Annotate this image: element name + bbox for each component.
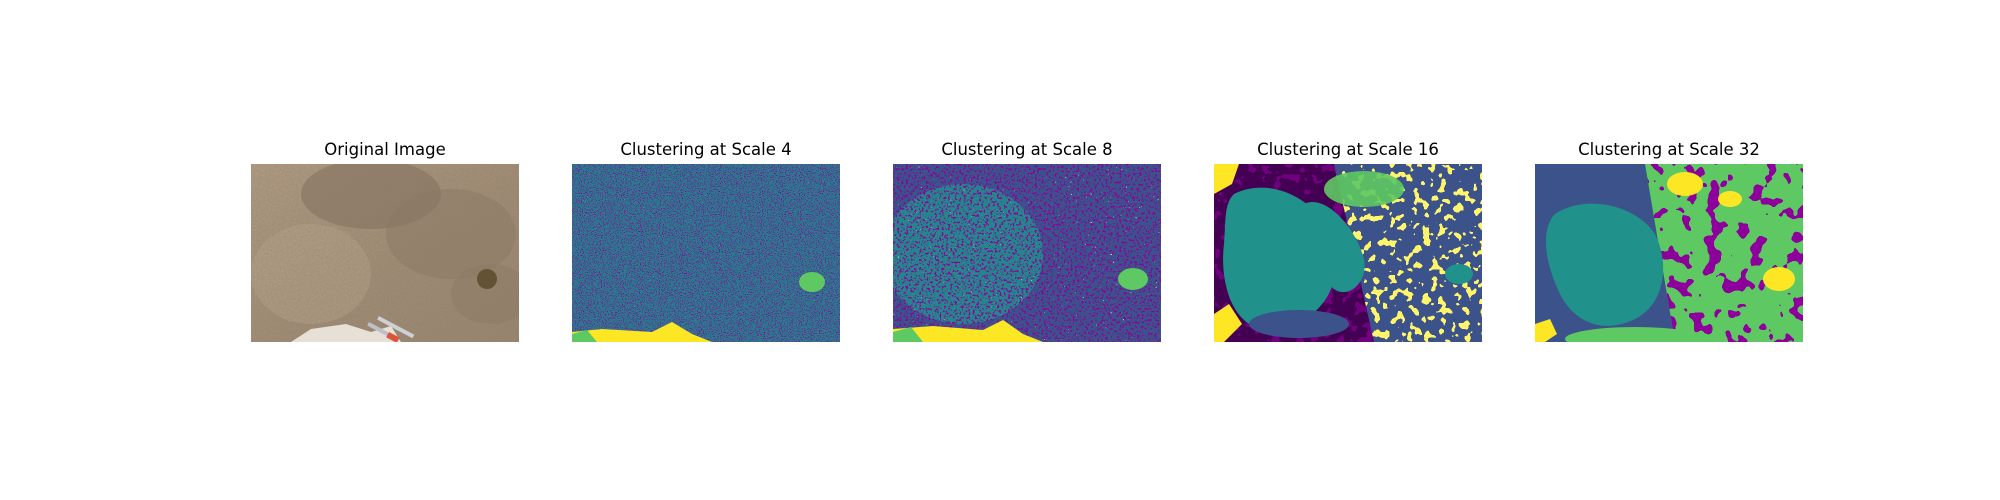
panel-title: Original Image — [324, 140, 446, 159]
cluster-yellow-band — [893, 320, 1043, 342]
panel-title: Clustering at Scale 8 — [941, 140, 1113, 159]
bright-ground-patch — [291, 324, 401, 342]
shrub — [477, 269, 497, 289]
panel-clustering-scale-8: Clustering at Scale 8 — [893, 138, 1161, 342]
panel-original-image: Original Image — [251, 138, 519, 342]
cluster-region-large — [1545, 203, 1664, 326]
cluster-blob — [799, 272, 825, 292]
panel-title: Clustering at Scale 4 — [620, 140, 792, 159]
panel-clustering-scale-16: Clustering at Scale 16 — [1214, 138, 1482, 342]
cluster-yellow-band — [572, 322, 712, 342]
cluster-map-scale-32 — [1535, 164, 1803, 342]
cluster-map-scale-8 — [893, 164, 1161, 342]
original-aerial-photo — [251, 164, 519, 342]
panel-clustering-scale-4: Clustering at Scale 4 — [572, 138, 840, 342]
cluster-blob — [1118, 268, 1148, 290]
panel-title: Clustering at Scale 16 — [1257, 140, 1439, 159]
cluster-blob — [1763, 267, 1795, 291]
cluster-map-scale-16 — [1214, 164, 1482, 342]
red-object — [386, 332, 400, 342]
panel-clustering-scale-32: Clustering at Scale 32 — [1535, 138, 1803, 342]
cluster-map-scale-4 — [572, 164, 840, 342]
panel-title: Clustering at Scale 32 — [1578, 140, 1760, 159]
ruler-object — [377, 316, 415, 339]
